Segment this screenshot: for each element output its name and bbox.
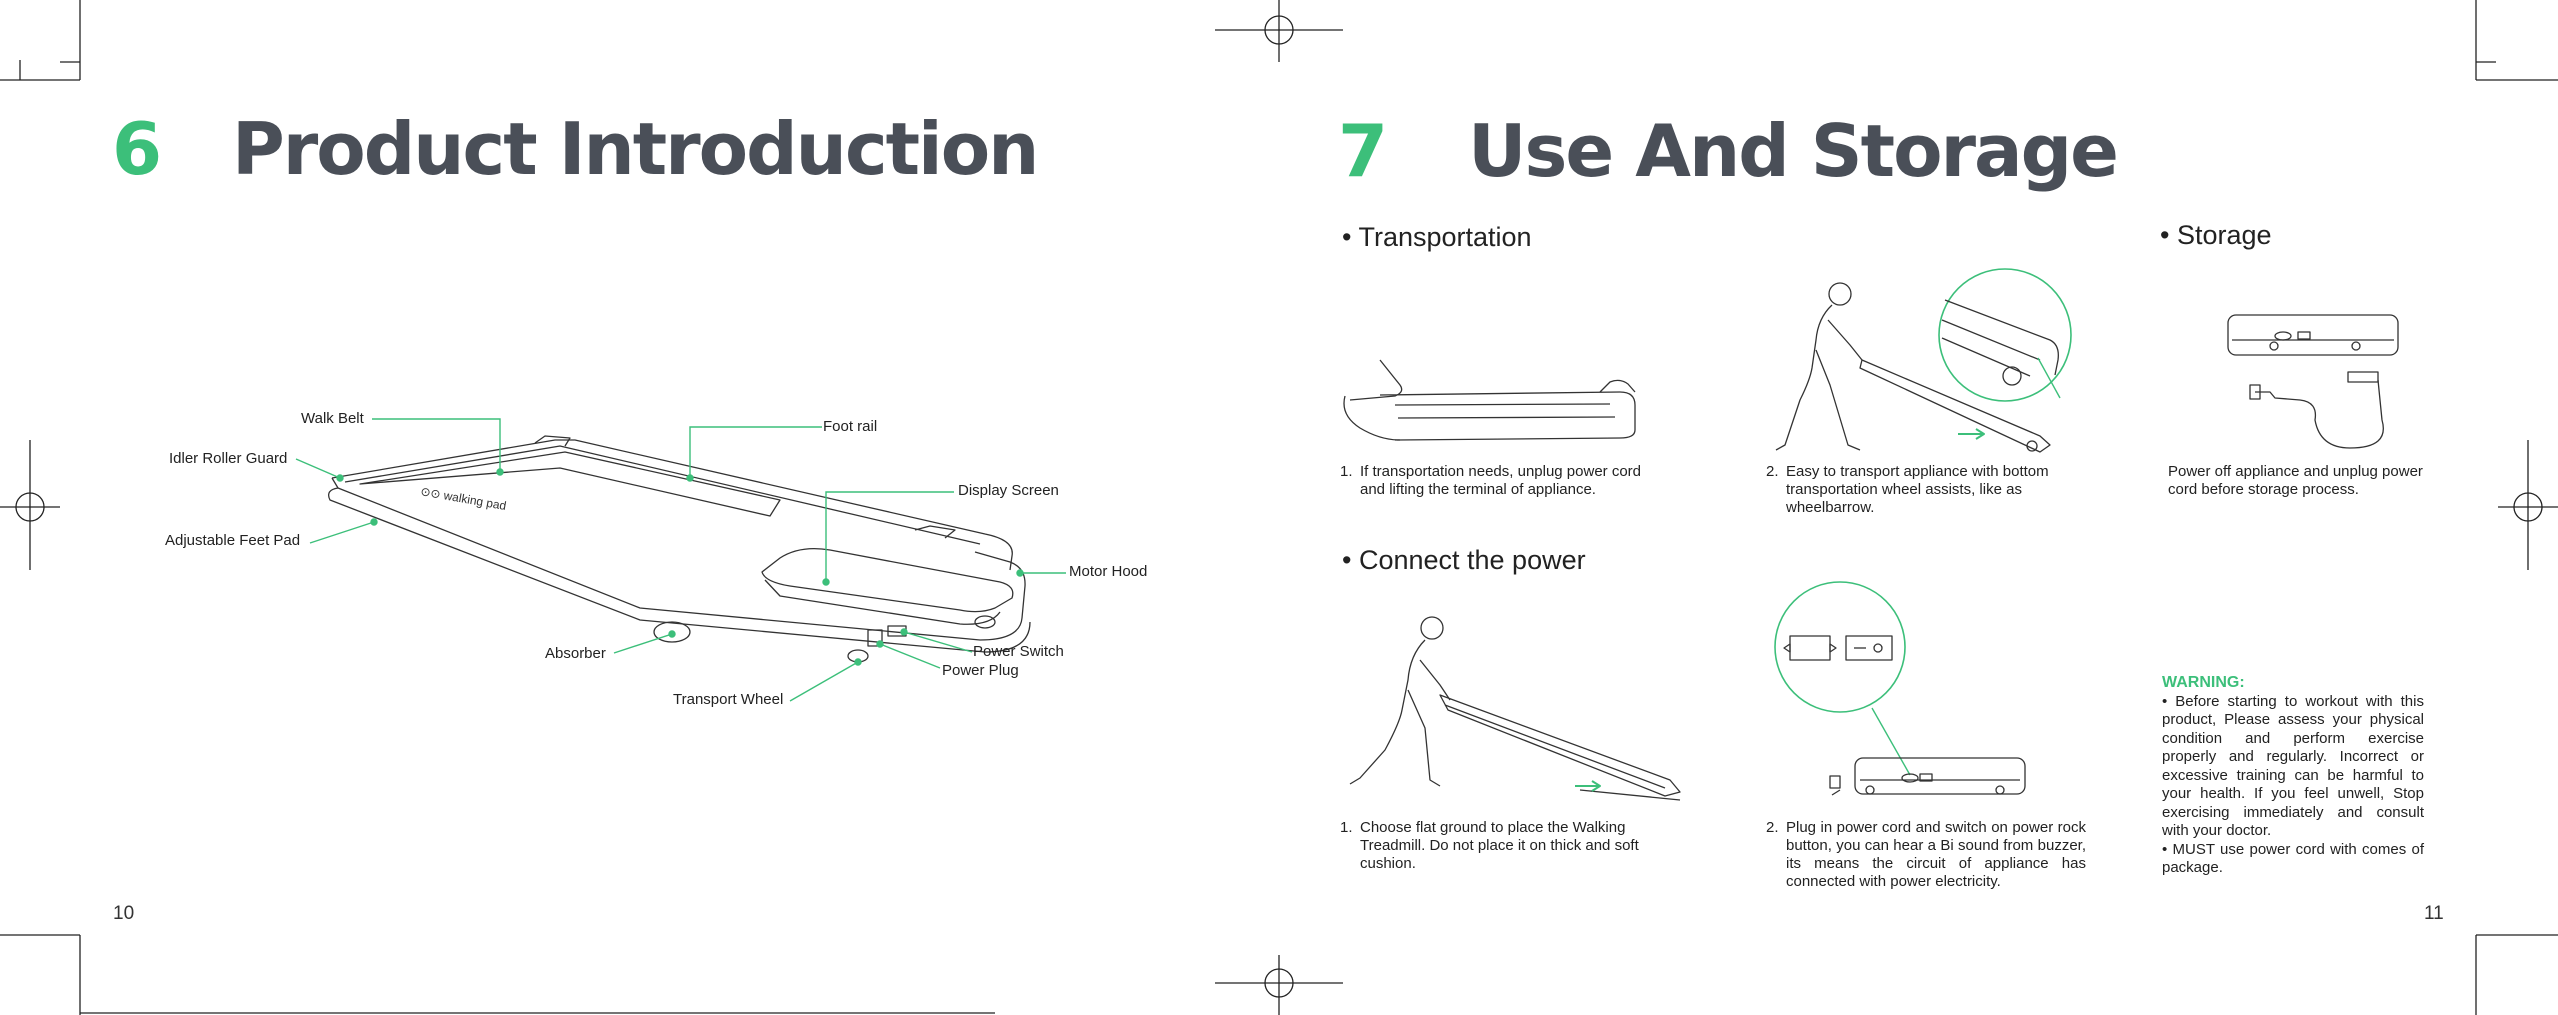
treadmill-diagram: ⊙⊙ walking pad — [295, 418, 1066, 702]
transport-step-2: 2.Easy to transport appliance with botto… — [1766, 463, 2049, 516]
svg-text:⊙⊙ walking pad: ⊙⊙ walking pad — [419, 484, 507, 513]
label-display-screen: Display Screen — [958, 482, 1059, 499]
page-number-right: 11 — [2424, 903, 2444, 924]
connect-step-2: 2.Plug in power cord and switch on power… — [1766, 819, 2086, 890]
page-title: Use And Storage — [1468, 109, 2119, 193]
transport-step-1: 1.If transportation needs, unplug power … — [1340, 463, 1642, 498]
use-storage-illustrations — [1343, 268, 2399, 801]
heading-transportation: • Transportation — [1342, 222, 1532, 252]
warning-item-2: • MUST use power cord with comes of pack… — [2162, 840, 2424, 877]
label-idler-roller-guard: Idler Roller Guard — [169, 450, 288, 467]
warning-box: WARNING: • Before starting to workout wi… — [2162, 674, 2424, 878]
section-number: 7 — [1338, 109, 1388, 193]
label-power-switch: Power Switch — [973, 643, 1064, 660]
heading-storage: • Storage — [2160, 220, 2272, 250]
label-adjustable-feet-pad: Adjustable Feet Pad — [165, 532, 301, 549]
warning-title: WARNING: — [2162, 674, 2245, 691]
section-number: 6 — [112, 107, 162, 191]
label-walk-belt: Walk Belt — [301, 410, 364, 427]
storage-text: Power off appliance and unplug power cor… — [2168, 463, 2423, 498]
label-power-plug: Power Plug — [942, 662, 1019, 679]
connect-step-1: 1.Choose flat ground to place the Walkin… — [1340, 819, 1639, 872]
label-motor-hood: Motor Hood — [1069, 563, 1148, 580]
page-title: Product Introduction — [232, 107, 1039, 191]
page-number-left: 10 — [113, 903, 135, 924]
warning-item-1: • Before starting to workout with this p… — [2162, 692, 2424, 840]
label-transport-wheel: Transport Wheel — [673, 691, 784, 708]
heading-connect-power: • Connect the power — [1342, 545, 1586, 575]
label-foot-rail: Foot rail — [823, 418, 878, 435]
label-absorber: Absorber — [545, 645, 606, 662]
